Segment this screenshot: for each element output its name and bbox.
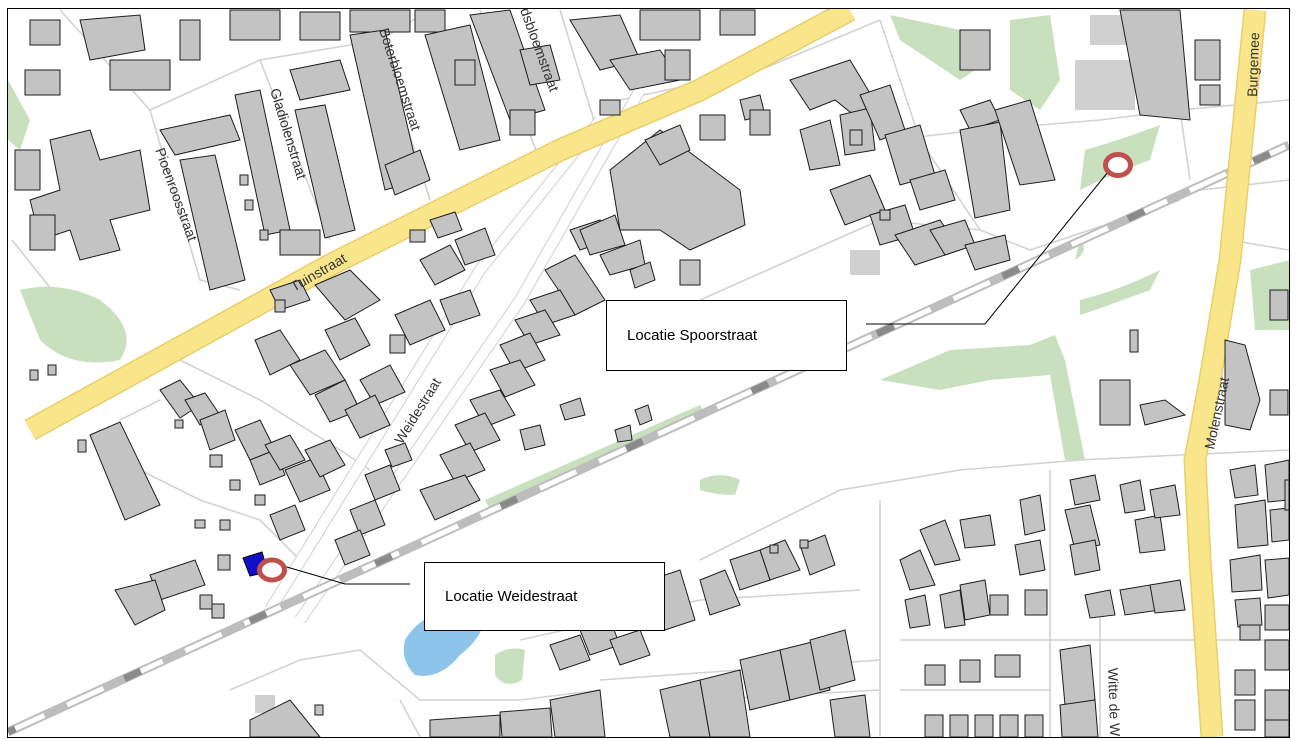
callout-spoorstraat: Locatie Spoorstraat xyxy=(606,300,847,371)
marker-spoorstraat[interactable] xyxy=(1103,152,1133,178)
label-witte-de-with: Witte de W xyxy=(1105,668,1123,738)
label-burgemeester: Burgemee xyxy=(1244,32,1262,97)
callout-weidestraat-text: Locatie Weidestraat xyxy=(445,588,578,605)
green-areas xyxy=(8,15,1289,684)
callout-spoorstraat-text: Locatie Spoorstraat xyxy=(627,327,758,344)
marker-weidestraat[interactable] xyxy=(257,557,287,583)
callout-weidestraat: Locatie Weidestraat xyxy=(424,562,665,631)
leader-lines xyxy=(279,171,1109,585)
railway xyxy=(8,140,1289,737)
